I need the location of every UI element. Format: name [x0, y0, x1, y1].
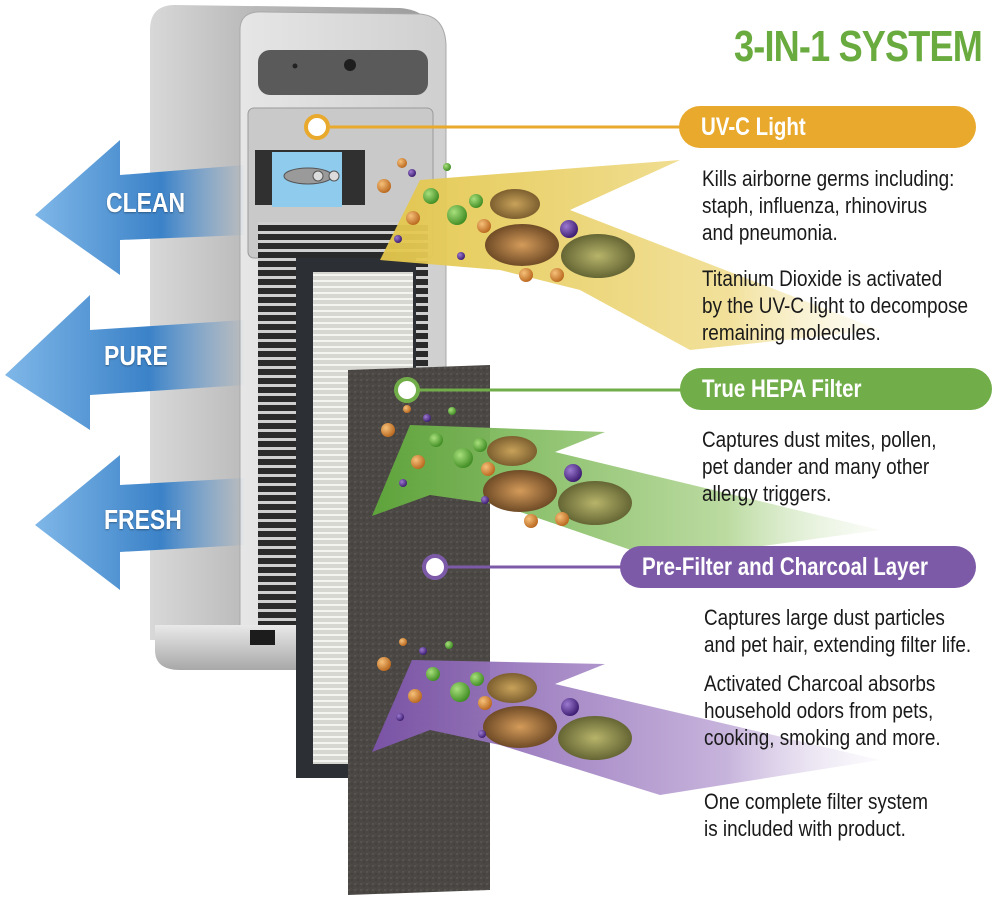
particles: [377, 158, 582, 738]
uvc-callout-connector: [304, 114, 700, 140]
pure-arrow-icon: [5, 295, 245, 430]
text-line: Captures large dust particles: [704, 605, 945, 630]
text-line: Kills airborne germs including:: [702, 166, 955, 191]
prefilter-description-2: Activated Charcoal absorbs household odo…: [704, 670, 979, 751]
contaminant-images: [483, 189, 635, 760]
clean-arrow-icon: [35, 140, 245, 275]
text-line: pet dander and many other: [702, 454, 930, 479]
prefilter-description-1: Captures large dust particles and pet ha…: [704, 604, 1000, 658]
uvc-description-1: Kills airborne germs including: staph, i…: [702, 165, 995, 246]
hepa-description: Captures dust mites, pollen, pet dander …: [702, 426, 975, 507]
text-line: Activated Charcoal absorbs: [704, 671, 936, 696]
page-title: 3-IN-1 SYSTEM: [734, 22, 983, 71]
text-line: and pet hair, extending filter life.: [704, 632, 972, 657]
fresh-arrow-icon: [35, 455, 245, 590]
text-line: household odors from pets,: [704, 698, 934, 723]
uvc-light-label: UV-C Light: [679, 106, 976, 148]
hepa-filter-label: True HEPA Filter: [680, 368, 992, 410]
text-line: staph, influenza, rhinovirus: [702, 193, 928, 218]
uvc-light-title: UV-C Light: [701, 113, 806, 141]
hepa-filter-title: True HEPA Filter: [702, 375, 862, 403]
text-line: is included with product.: [704, 816, 906, 841]
benefit-clean-label: CLEAN: [106, 187, 186, 218]
text-line: One complete filter system: [704, 789, 928, 814]
benefit-pure-label: PURE: [104, 340, 168, 371]
prefilter-charcoal-title: Pre-Filter and Charcoal Layer: [642, 553, 928, 581]
uvc-description-2: Titanium Dioxide is activated by the UV-…: [702, 265, 1000, 346]
hepa-callout-connector: [394, 377, 700, 403]
text-line: cooking, smoking and more.: [704, 725, 941, 750]
text-line: allergy triggers.: [702, 481, 832, 506]
text-line: Captures dust mites, pollen,: [702, 427, 937, 452]
text-line: remaining molecules.: [702, 320, 881, 345]
prefilter-charcoal-label: Pre-Filter and Charcoal Layer: [620, 546, 976, 588]
included-note: One complete filter system is included w…: [704, 788, 964, 842]
text-line: Titanium Dioxide is activated: [702, 266, 943, 291]
prefilter-callout-connector: [422, 554, 640, 580]
text-line: by the UV-C light to decompose: [702, 293, 969, 318]
benefit-fresh-label: FRESH: [104, 504, 182, 535]
text-line: and pneumonia.: [702, 220, 838, 245]
